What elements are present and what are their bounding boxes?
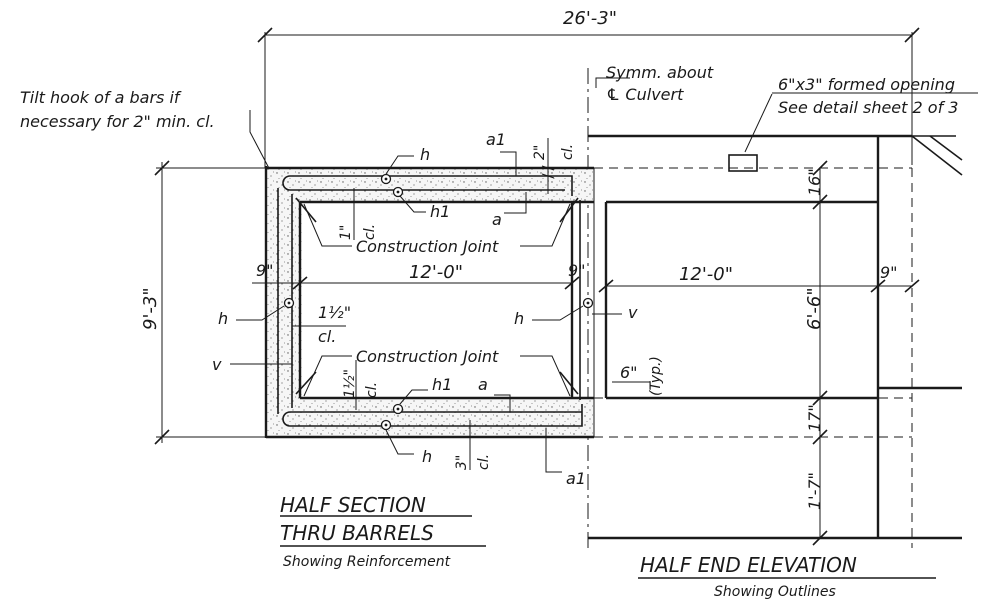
tilt-hook-note: Tilt hook of a bars if necessary for 2" … xyxy=(20,88,273,175)
construction-joint-top: Construction Joint xyxy=(356,237,499,256)
dim-1-5in: 1½" xyxy=(318,303,351,322)
half-section-subtitle: Showing Reinforcement xyxy=(283,554,451,570)
symm-label-line2: ℄ Culvert xyxy=(606,85,684,104)
label-a-top: a xyxy=(492,210,502,229)
label-h-top: h xyxy=(420,145,430,164)
label-a1-top: a1 xyxy=(486,130,506,149)
culvert-section-concrete xyxy=(264,166,595,439)
dim-1-5in-bottom: 1½" xyxy=(342,369,358,398)
span-12ft-section: 12'-0" xyxy=(409,262,463,283)
label-h1-bottom: h1 xyxy=(432,375,452,394)
formed-opening-note: 6"x3" formed opening See detail sheet 2 … xyxy=(728,75,978,172)
label-h-bottom: h xyxy=(422,447,432,466)
label-a-bottom: a xyxy=(478,375,488,394)
dim-3in: 3" xyxy=(454,455,470,470)
dim-6in-typ: (Typ.) xyxy=(648,356,664,396)
label-a1-bottom: a1 xyxy=(566,469,586,488)
reinforcement xyxy=(277,173,594,431)
label-h-left: h xyxy=(218,309,228,328)
titles: HALF SECTION THRU BARRELS Showing Reinfo… xyxy=(280,493,936,600)
label-h1-top: h1 xyxy=(430,202,450,221)
dim-17in: 17" xyxy=(805,404,824,432)
dim-16in: 16" xyxy=(805,168,824,196)
dim-1-5in-cl: cl. xyxy=(318,327,336,346)
symm-label-line1: Symm. about xyxy=(606,63,714,82)
dim-2in-clear: 2" xyxy=(532,145,548,160)
symmetry-centerline: Symm. about ℄ Culvert xyxy=(587,63,714,548)
dim-1ft7in: 1'-7" xyxy=(805,472,824,510)
bar-labels: h h1 a1 a 2" cl. 1" cl. Construction Joi… xyxy=(212,130,638,488)
dim-1in-clear: 1" xyxy=(338,225,354,240)
dim-6in: 6" xyxy=(620,363,638,382)
opening-note-line2: See detail sheet 2 of 3 xyxy=(778,98,958,117)
half-end-subtitle: Showing Outlines xyxy=(714,584,836,600)
half-section-title-line1: HALF SECTION xyxy=(280,493,426,517)
end-elevation: 16" 6'-6" 17" 1'-7" 12'-0" 9" 6" (Typ.) xyxy=(588,134,963,548)
wall-9in-left: 9" xyxy=(256,261,274,280)
label-h-right: h xyxy=(514,309,524,328)
wall-9in-elevation: 9" xyxy=(880,263,898,282)
span-12ft-elevation: 12'-0" xyxy=(679,264,733,285)
hook-top xyxy=(282,175,291,191)
wall-9in-right: 9" xyxy=(568,261,586,280)
overall-width-dimension: 26'-3" xyxy=(257,8,920,168)
dim-3in-cl: cl. xyxy=(476,454,492,470)
dim-1in-cl: cl. xyxy=(362,224,378,240)
dim-1-5in-bottom-cl: cl. xyxy=(364,382,380,398)
hook-bottom xyxy=(282,411,291,427)
dim-2in-cl: cl. xyxy=(560,144,576,160)
half-section-title-line2: THRU BARRELS xyxy=(280,521,434,545)
opening-note-line1: 6"x3" formed opening xyxy=(778,75,955,94)
label-v-left: v xyxy=(212,355,222,374)
label-v-right: v xyxy=(628,303,638,322)
construction-joint-bottom: Construction Joint xyxy=(356,347,499,366)
formed-opening xyxy=(728,154,758,172)
height-9ft3in: 9'-3" xyxy=(140,287,161,330)
height-dimension: 9'-3" xyxy=(140,160,266,445)
tilt-note-line2: necessary for 2" min. cl. xyxy=(20,112,215,131)
dim-6ft6in: 6'-6" xyxy=(804,287,825,330)
tilt-note-line1: Tilt hook of a bars if xyxy=(20,88,182,107)
half-end-title: HALF END ELEVATION xyxy=(640,553,857,577)
overall-width-label: 26'-3" xyxy=(563,8,617,29)
